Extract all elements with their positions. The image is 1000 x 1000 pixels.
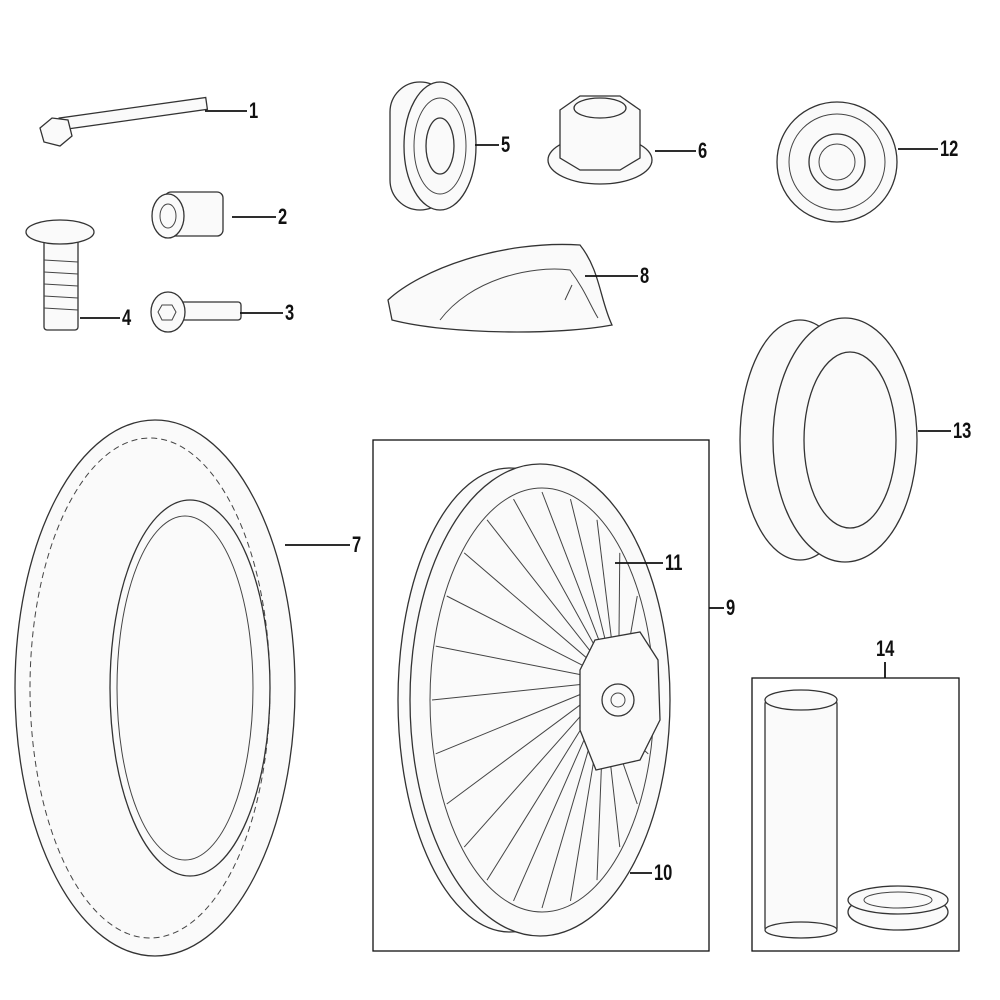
spoke xyxy=(569,739,598,901)
part-7-tire xyxy=(14,419,296,957)
callout-14: 14 xyxy=(876,636,895,661)
callout-8: 8 xyxy=(640,263,650,288)
callout-12: 12 xyxy=(940,136,959,161)
callout-5: 5 xyxy=(501,132,511,157)
callout-13: 13 xyxy=(953,418,972,443)
callout-3: 3 xyxy=(285,300,295,325)
part-2-spacer xyxy=(151,191,224,239)
spoke xyxy=(431,683,582,701)
part-8-inner-tube xyxy=(387,243,613,333)
part-1-axle-bolt xyxy=(39,96,209,147)
callout-2: 2 xyxy=(278,204,288,229)
part-12-bearing xyxy=(776,101,898,223)
spoke xyxy=(513,731,589,902)
callout-6: 6 xyxy=(698,138,708,163)
callout-9: 9 xyxy=(726,595,736,620)
spoke xyxy=(446,595,589,669)
spoke xyxy=(446,704,581,805)
part-13-seal-ring xyxy=(739,317,918,563)
part-14-sleeve-and-ring xyxy=(764,689,949,939)
part-9-wheel xyxy=(397,463,671,937)
part-5-bearing xyxy=(389,81,477,211)
spoke xyxy=(463,714,582,848)
wheel-assembly-frame xyxy=(372,439,710,952)
spoke xyxy=(463,552,593,664)
spoke xyxy=(513,498,604,661)
spoke xyxy=(541,736,593,909)
callout-1: 1 xyxy=(249,98,259,123)
callout-7: 7 xyxy=(352,532,362,557)
callout-10: 10 xyxy=(654,860,673,885)
part-4-bolt xyxy=(25,219,95,331)
kit-14-frame xyxy=(751,677,960,952)
part-6-flange-nut xyxy=(547,95,653,185)
spoke xyxy=(435,694,581,755)
callout-4: 4 xyxy=(122,305,132,330)
part-3-screw xyxy=(150,291,242,333)
spoke xyxy=(435,645,585,676)
spoke xyxy=(541,491,609,664)
spoke xyxy=(486,723,585,881)
leader-lines xyxy=(80,110,951,874)
callout-11: 11 xyxy=(665,550,683,575)
spoke xyxy=(486,519,598,661)
